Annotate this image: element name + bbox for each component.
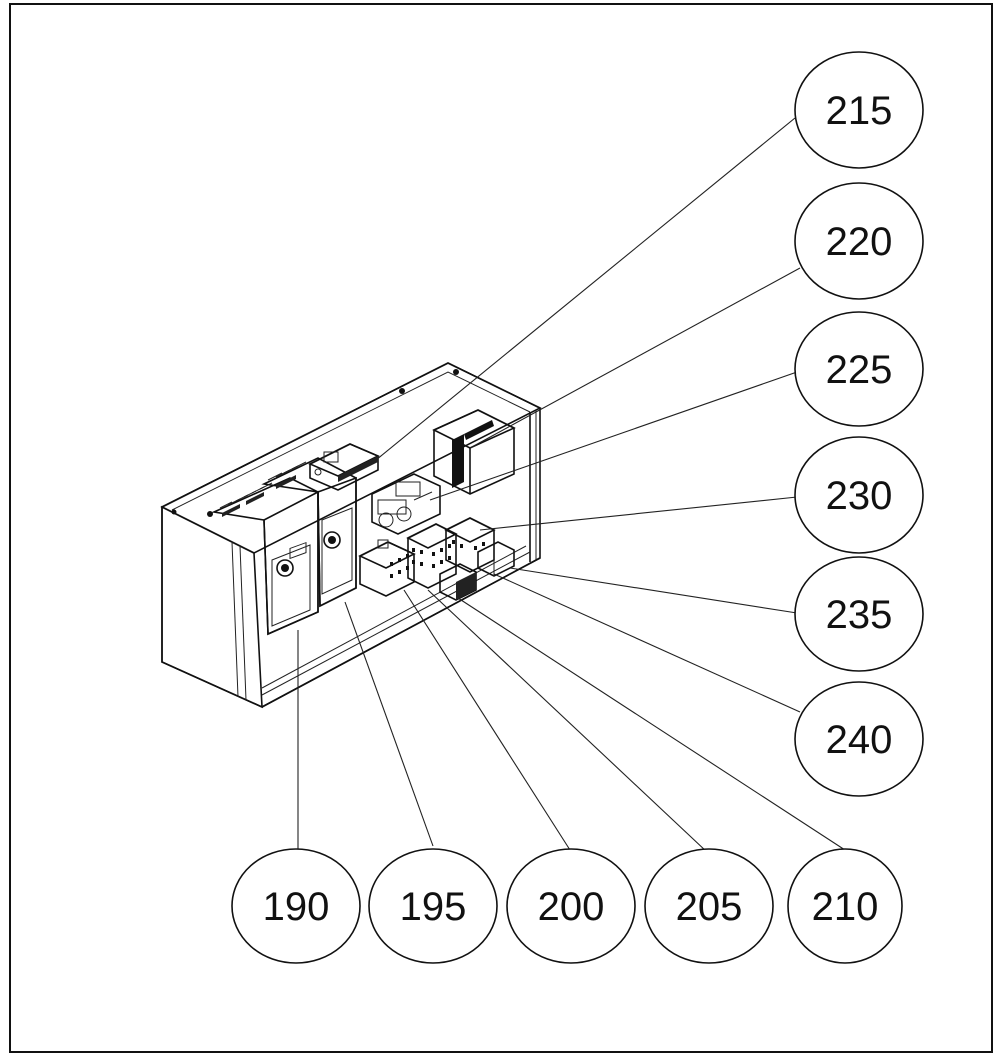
callout-215-label: 215: [826, 89, 893, 133]
enclosure: [160, 362, 542, 709]
transformer-220: [432, 409, 516, 495]
callout-205-label: 205: [676, 885, 743, 929]
terminal-block-225: [371, 473, 441, 535]
contactor-205: [406, 523, 458, 589]
callout-220: 220: [794, 182, 924, 300]
relay-215: [308, 443, 380, 491]
callout-225-label: 225: [826, 348, 893, 392]
relay-235: [477, 541, 515, 577]
callout-190: 190: [231, 848, 361, 964]
callout-235-label: 235: [826, 593, 893, 637]
callout-205: 205: [644, 848, 774, 964]
callout-210: 210: [787, 848, 903, 964]
contactor-200: [358, 539, 416, 597]
contactor-230: [444, 517, 496, 573]
callout-190-label: 190: [263, 885, 330, 929]
callout-230-label: 230: [826, 474, 893, 518]
drive-unit-190: [211, 477, 319, 636]
callout-230: 230: [794, 436, 924, 554]
leader-lines: [297, 117, 846, 856]
callout-225: 225: [794, 311, 924, 427]
callout-220-label: 220: [826, 220, 893, 264]
callout-240-label: 240: [826, 718, 893, 762]
callout-195: 195: [368, 848, 498, 964]
callout-210-label: 210: [812, 885, 879, 929]
drive-unit-195: [261, 457, 357, 608]
callout-235: 235: [794, 556, 924, 672]
relay-210: [439, 563, 477, 601]
callout-215: 215: [794, 51, 924, 169]
callout-240: 240: [794, 681, 924, 797]
callout-200-label: 200: [538, 885, 605, 929]
callout-195-label: 195: [400, 885, 467, 929]
callout-200: 200: [506, 848, 636, 964]
